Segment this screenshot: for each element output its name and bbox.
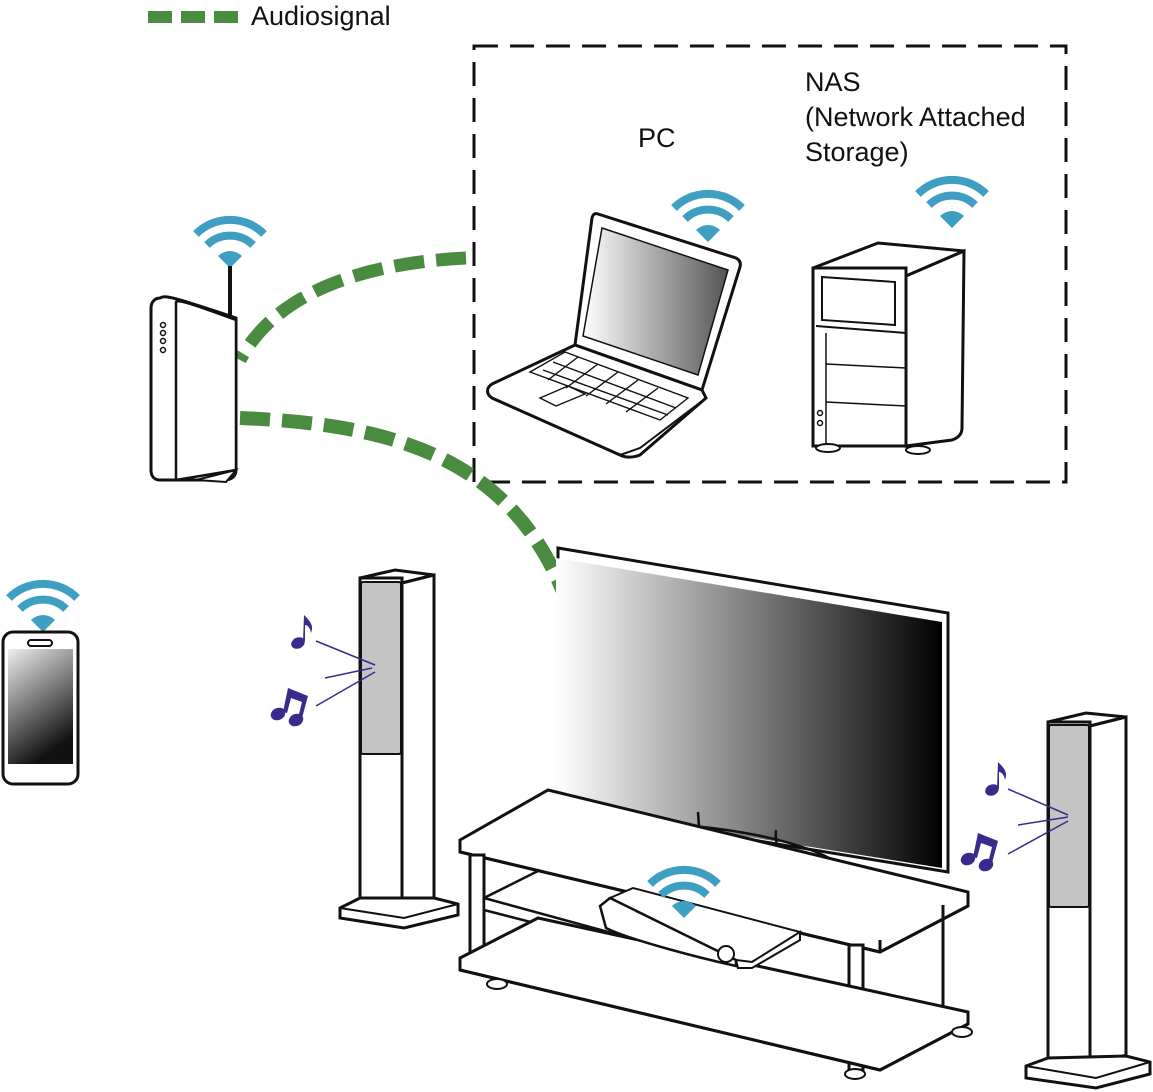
pc-label: PC	[638, 123, 676, 153]
smartphone	[1, 584, 78, 786]
music-note-icon	[289, 615, 313, 651]
music-notes-right	[958, 762, 1069, 874]
music-note-icon	[983, 762, 1007, 798]
nas-storage	[811, 180, 986, 455]
speaker-right	[958, 711, 1152, 1090]
pc-laptop	[486, 194, 743, 459]
speaker-left	[268, 568, 460, 930]
music-note-icon	[958, 833, 998, 874]
legend-line-sample	[148, 11, 238, 23]
legend	[148, 11, 238, 23]
audio-signal-path-storage-to-router	[234, 251, 467, 364]
av-receiver	[598, 870, 803, 969]
pc-wifi-icon	[674, 194, 742, 242]
nas-wifi-icon	[918, 180, 986, 228]
router	[149, 220, 264, 484]
network-storage-group-box	[472, 44, 1068, 484]
tv	[556, 546, 950, 894]
router-wifi-icon	[196, 220, 264, 268]
tv-stand	[458, 788, 973, 1080]
music-notes-left	[268, 615, 376, 729]
legend-label: Audiosignal	[251, 1, 391, 31]
nas-label: NAS (Network Attached Storage)	[805, 67, 1026, 167]
music-note-icon	[268, 688, 308, 729]
smartphone-wifi-icon	[9, 584, 77, 632]
